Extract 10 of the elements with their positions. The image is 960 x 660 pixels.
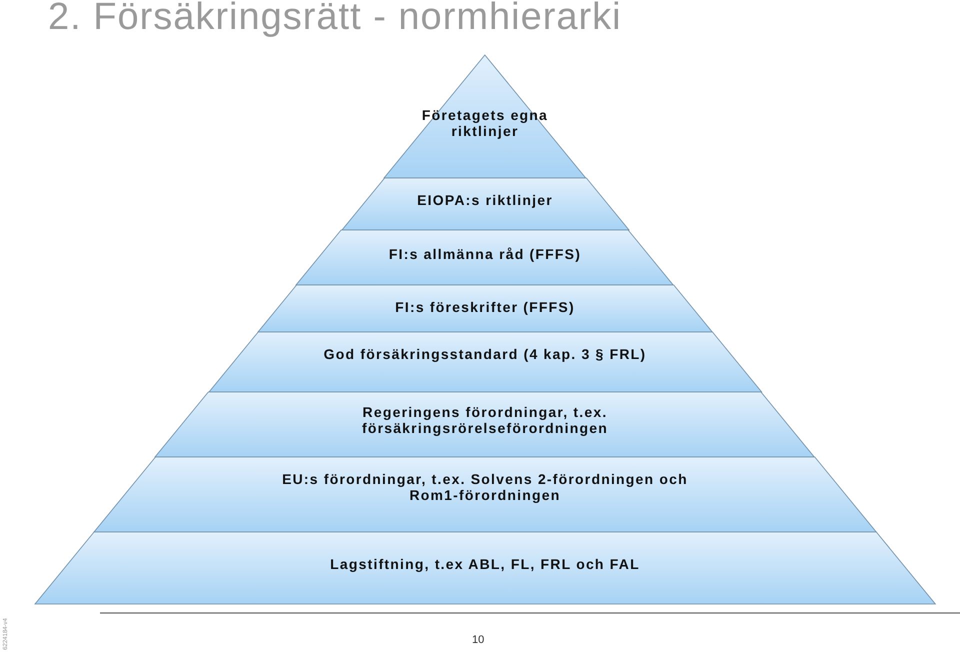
slide-title: 2. Försäkringsrätt - normhierarki [48, 0, 622, 39]
band-label: Företagets egna riktlinjer [420, 107, 550, 139]
band-label: God försäkringsstandard (4 kap. 3 § FRL) [322, 346, 648, 362]
band-label: EU:s förordningar, t.ex. Solvens 2-förordningen och Rom1-förordningen [281, 471, 689, 503]
band-label: EIOPA:s riktlinjer [416, 192, 554, 208]
band-label: FI:s föreskrifter (FFFS) [394, 299, 576, 315]
band-label: Lagstiftning, t.ex ABL, FL, FRL och FAL [329, 556, 641, 572]
band-label: Regeringens förordningar, t.ex. försäkringsrörelseförordningen [360, 404, 609, 436]
band-label: FI:s allmänna råd (FFFS) [388, 246, 582, 262]
page-number: 10 [472, 634, 484, 646]
